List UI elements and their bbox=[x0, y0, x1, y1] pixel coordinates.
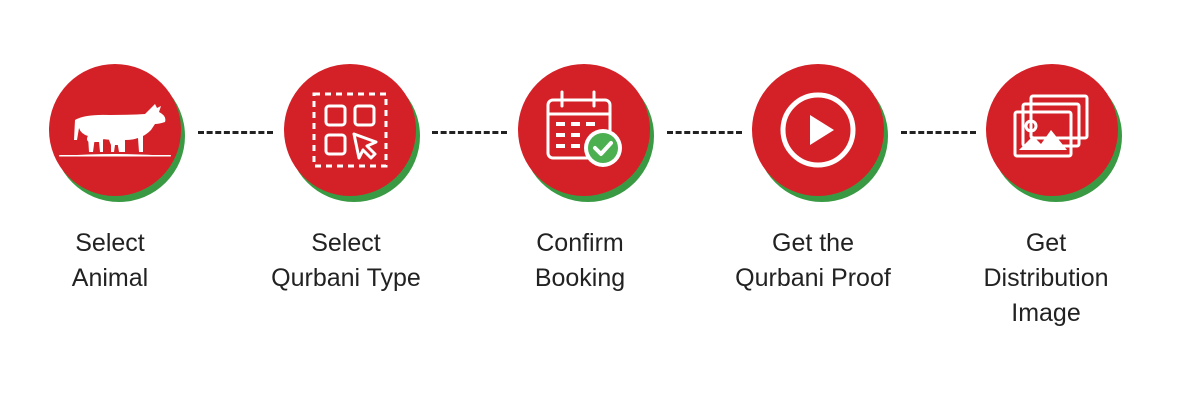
dashed-connector bbox=[198, 131, 273, 134]
label-line: Confirm bbox=[536, 229, 624, 257]
dashed-connector bbox=[901, 131, 976, 134]
dashed-connector bbox=[432, 131, 507, 134]
step-3-label: Confirm Booking bbox=[480, 226, 680, 296]
step-5-circle bbox=[986, 64, 1118, 196]
step-1-circle bbox=[49, 64, 181, 196]
step-5 bbox=[986, 64, 1124, 202]
calendar-check-icon bbox=[546, 90, 622, 167]
label-line: Select bbox=[75, 229, 145, 257]
label-line: Qurbani Type bbox=[271, 264, 421, 292]
label-line: Select bbox=[311, 229, 381, 257]
label-line: Qurbani Proof bbox=[735, 264, 891, 292]
step-3-circle bbox=[518, 64, 650, 196]
label-line: Get the bbox=[772, 229, 854, 257]
step-2-circle bbox=[284, 64, 416, 196]
step-4-label: Get the Qurbani Proof bbox=[713, 226, 913, 296]
step-1-label: Select Animal bbox=[10, 226, 210, 296]
step-2-label: Select Qurbani Type bbox=[246, 226, 446, 296]
play-icon bbox=[780, 92, 856, 168]
label-line: Booking bbox=[534, 264, 626, 292]
label-line: Distribution bbox=[983, 264, 1109, 292]
cow-goat-icon bbox=[59, 104, 171, 157]
label-line: Animal bbox=[71, 264, 149, 292]
step-4 bbox=[752, 64, 890, 202]
step-4-circle bbox=[752, 64, 884, 196]
label-line: Get bbox=[1025, 229, 1067, 257]
step-2 bbox=[284, 64, 422, 202]
image-gallery-icon bbox=[1013, 94, 1089, 158]
step-3 bbox=[518, 64, 656, 202]
grid-select-icon bbox=[312, 92, 388, 168]
step-1 bbox=[49, 64, 187, 202]
dashed-connector bbox=[667, 131, 742, 134]
step-5-label: Get Distribution Image bbox=[946, 226, 1146, 331]
label-line: Image bbox=[1011, 299, 1081, 327]
